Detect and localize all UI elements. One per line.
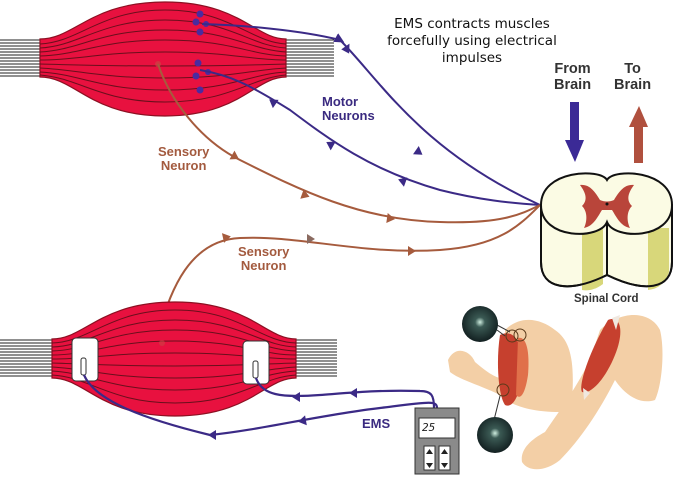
motor-neuron-arrows [269, 43, 423, 187]
sensory-upper-line-1: Sensory [158, 144, 210, 159]
to-brain-arrow [629, 106, 648, 163]
ems-device [414, 407, 460, 475]
arm-flexed-illustration [448, 306, 573, 453]
ems-control-left [423, 445, 436, 471]
title-line-2: forcefully using electrical [387, 32, 557, 49]
from-brain-label: From Brain [554, 61, 592, 94]
motor-label-line-1: Motor [322, 94, 359, 109]
ems-wire-arrows [208, 388, 357, 440]
from-label-line-2: Brain [554, 76, 592, 93]
sensory-neuron-arrows [221, 150, 416, 256]
motor-neurons [199, 23, 541, 206]
upper-tendon-left [0, 39, 42, 77]
ems-wires [82, 374, 439, 437]
ems-display-value: 25 [422, 421, 436, 434]
neuron-cell-lower [477, 417, 513, 453]
upper-muscle [0, 1, 334, 117]
lower-muscle [0, 301, 337, 417]
to-label-line-2: Brain [614, 76, 652, 93]
upper-muscle-fibers [39, 9, 287, 103]
from-label-line-1: From [554, 61, 591, 77]
title-line-1: EMS contracts muscles [394, 16, 550, 32]
electrode-pad-left [71, 337, 99, 382]
ems-label: EMS [362, 416, 391, 431]
motor-label-line-2: Neurons [322, 108, 375, 124]
spinal-cord [539, 172, 674, 291]
upper-muscle-belly [39, 1, 287, 117]
lower-tendon-left [0, 339, 54, 377]
sensory-upper-line-2: Neuron [160, 158, 207, 174]
lower-tendon-right [294, 339, 337, 377]
upper-tendon-right [284, 39, 334, 77]
title-line-3: impulses [441, 49, 503, 66]
diagram-title: EMS contracts muscles forcefully using e… [372, 16, 572, 67]
ems-control-right [438, 445, 451, 471]
lower-muscle-belly [51, 301, 297, 417]
sensory-lower-line-1: Sensory [238, 244, 290, 259]
sensory-neuron-upper-label: Sensory Neuron [158, 144, 210, 174]
sensory-neurons [157, 63, 541, 336]
electrode-pad-right [242, 340, 270, 385]
to-label-line-1: To [624, 61, 641, 77]
sensory-lower-line-2: Neuron [240, 258, 287, 274]
to-brain-label: To Brain [614, 61, 652, 94]
spinal-cord-label: Spinal Cord [574, 293, 639, 305]
neuron-cell-upper [462, 306, 498, 342]
sensory-receptor-lower [159, 340, 165, 346]
sensory-neuron-lower-label: Sensory Neuron [238, 244, 290, 274]
motor-neurons-label: Motor Neurons [322, 94, 375, 124]
arm-extended-illustration [521, 315, 663, 470]
from-brain-arrow [565, 102, 584, 162]
